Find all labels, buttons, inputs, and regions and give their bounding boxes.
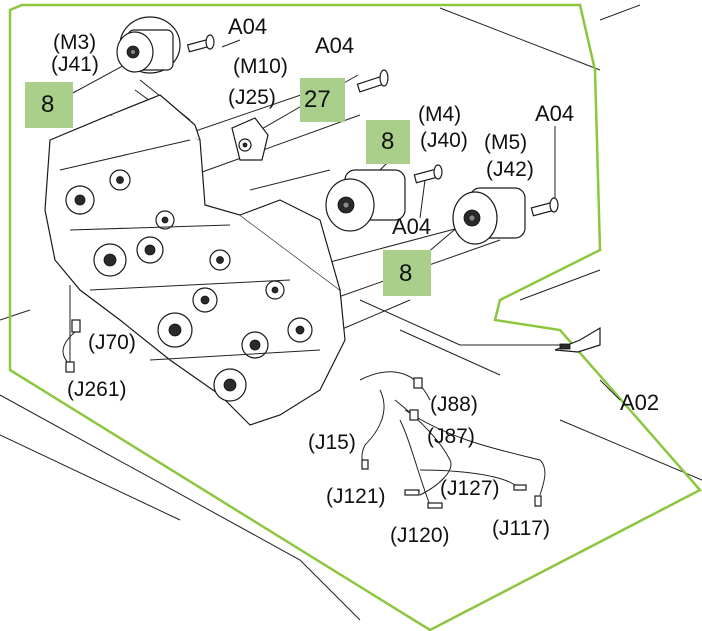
- wire-harness: [359, 371, 546, 509]
- context-line: [519, 269, 601, 301]
- label-j88: (J88): [430, 393, 478, 416]
- callout-number: 27: [304, 86, 331, 113]
- context-line: [439, 7, 601, 71]
- part-labels: (M3) (J41) A04 A04 (M10) (J25) (M4) (J40…: [51, 14, 659, 547]
- motor-m5: [452, 187, 526, 245]
- label-a02: A02: [620, 390, 659, 415]
- context-line: [0, 394, 361, 621]
- connector-j120: [427, 502, 443, 509]
- label-j117: (J117): [492, 517, 550, 540]
- shaft-a04-3: [413, 164, 443, 184]
- label-m4: (M4): [418, 103, 461, 126]
- label-m3: (M3): [53, 31, 96, 54]
- label-j87: (J87): [427, 425, 475, 448]
- callout-box: [300, 78, 345, 122]
- label-m10: (M10): [233, 55, 288, 78]
- connector-j117: [534, 495, 542, 507]
- connector-j88: [413, 377, 423, 389]
- bracket-a02: [554, 326, 601, 353]
- callout-number: 8: [41, 91, 54, 118]
- label-a04: A04: [392, 214, 431, 239]
- context-line: [0, 434, 181, 521]
- context-lines: [0, 4, 702, 621]
- motor-m4: [325, 169, 406, 232]
- label-j40: (J40): [420, 129, 468, 152]
- connector-j15: [361, 459, 369, 470]
- shaft-a04-4: [530, 197, 559, 217]
- callout-number: 8: [399, 260, 412, 287]
- label-j120: (J120): [390, 524, 450, 547]
- connector-j261: [62, 331, 76, 373]
- leader-lines: [59, 39, 621, 401]
- label-m5: (M5): [484, 131, 527, 154]
- label-a04: A04: [315, 33, 354, 58]
- main-drive-assembly: [44, 94, 346, 426]
- label-j42: (J42): [486, 158, 534, 181]
- context-line: [599, 4, 641, 21]
- label-j41: (J41): [51, 53, 99, 76]
- motor-m10-sensor: [231, 117, 269, 161]
- callout-boxes: 8 27 8 8: [25, 78, 431, 296]
- motor-m3: [116, 16, 181, 74]
- connector-j121: [404, 489, 420, 496]
- label-j15: (J15): [308, 431, 356, 454]
- context-line: [0, 309, 31, 321]
- connector-j87: [409, 409, 419, 421]
- callout-box: [383, 250, 431, 296]
- label-a04: A04: [535, 101, 574, 126]
- label-j25: (J25): [228, 86, 276, 109]
- label-j127: (J127): [440, 477, 500, 500]
- label-j121: (J121): [326, 485, 386, 508]
- shaft-a04-2: [356, 69, 389, 93]
- context-line: [559, 419, 702, 481]
- connector-j127: [513, 484, 527, 491]
- callout-box: [25, 82, 73, 128]
- label-j261: (J261): [67, 378, 127, 401]
- label-a04: A04: [228, 14, 267, 39]
- callout-number: 8: [381, 128, 394, 155]
- connector-j70: [71, 319, 81, 333]
- label-j70: (J70): [88, 331, 136, 354]
- assembly-boundary: [8, 3, 702, 631]
- callout-box: [366, 120, 410, 164]
- shaft-a04-1: [186, 34, 215, 53]
